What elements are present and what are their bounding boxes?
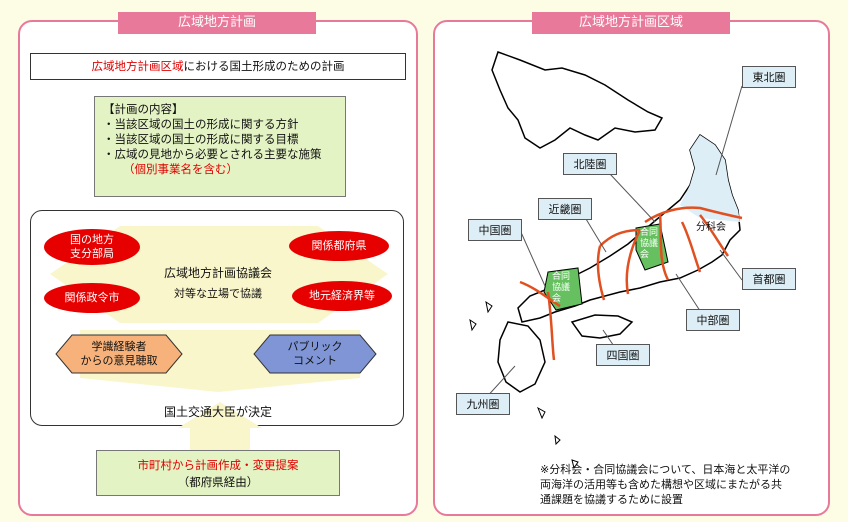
region-kinki: 近畿圏 [538,198,592,220]
plan-contents-box: 【計画の内容】 ・当該区域の国土の形成に関する方針 ・当該区域の国土の形成に関す… [94,96,346,197]
region-hokuriku: 北陸圏 [563,153,617,175]
contents-item-2: ・当該区域の国土の形成に関する目標 [103,132,299,146]
joint-council-label-1: 合同 協議 会 [640,228,659,260]
public-hex-shape [253,334,377,374]
map-note-line-2: 両海洋の活用等も含めた構想や区域にまたがる共 [540,478,782,491]
region-chubu: 中部圏 [686,309,740,331]
honshu-outline [517,133,741,323]
joint-council-area-2 [543,267,583,311]
tohoku-shading [680,135,740,222]
council-subtitle: 対等な立場で協議 [174,287,262,300]
map-note-line-3: 通課題を協議するために設置 [540,493,683,506]
left-panel-title: 広域地方計画 [118,12,316,34]
region-shutoken: 首都圏 [742,268,796,290]
shikoku-outline [570,314,634,339]
islands [469,300,579,470]
plan-definition-box: 広域地方計画区域における国土形成のための計画 [30,53,406,80]
contents-header: 【計画の内容】 [103,102,184,116]
contents-note: （個別事業名を含む） [123,162,238,176]
region-kyushu: 九州圏 [456,393,510,415]
up-arrow [178,402,262,450]
oval-prefectures: 関係都府県 [289,231,389,261]
proposal-box: 市町村から計画作成・変更提案 （都府県経由） [96,450,340,496]
plan-definition-text: における国土形成のための計画 [183,59,345,73]
proposal-sub: （都府県経由） [177,475,259,489]
hokkaido-outline [491,51,664,149]
bunkakai-label: 分科会 [696,222,726,233]
joint-council-label-2: 合同 協議 会 [552,272,571,304]
region-tohoku: 東北圏 [742,66,796,88]
expert-hearing: 学識経験者 からの意見聴取 [80,340,158,367]
map-note-line-1: ※分科会・合同協議会について、日本海と太平洋の [540,463,791,476]
council-title: 広域地方計画協議会 [163,266,272,280]
proposal-text: 市町村から計画作成・変更提案 [137,458,299,472]
minister-decision: 国土交通大臣が決定 [163,405,272,419]
map-note: ※分科会・合同協議会について、日本海と太平洋の 両海洋の活用等も含めた構想や区域… [540,462,820,507]
region-shikoku: 四国圏 [596,344,650,366]
oval-designated-cities: 関係政令市 [44,283,140,313]
oval-business-community: 地元経済界等 [292,281,392,311]
region-chugoku: 中国圏 [468,219,522,241]
expert-hex-shape [55,334,183,374]
oval-regional-bureau: 国の地方 支分部局 [44,229,140,265]
right-panel-title: 広域地方計画区域 [532,12,730,34]
contents-item-1: ・当該区域の国土の形成に関する方針 [103,117,299,131]
public-comment: パブリック コメント [287,340,343,367]
kyushu-outline [497,321,546,393]
region-boundaries [519,206,743,361]
plan-area-term: 広域地方計画区域 [91,59,184,73]
contents-item-3: ・広域の見地から必要とされる主要な施策 [103,147,322,161]
